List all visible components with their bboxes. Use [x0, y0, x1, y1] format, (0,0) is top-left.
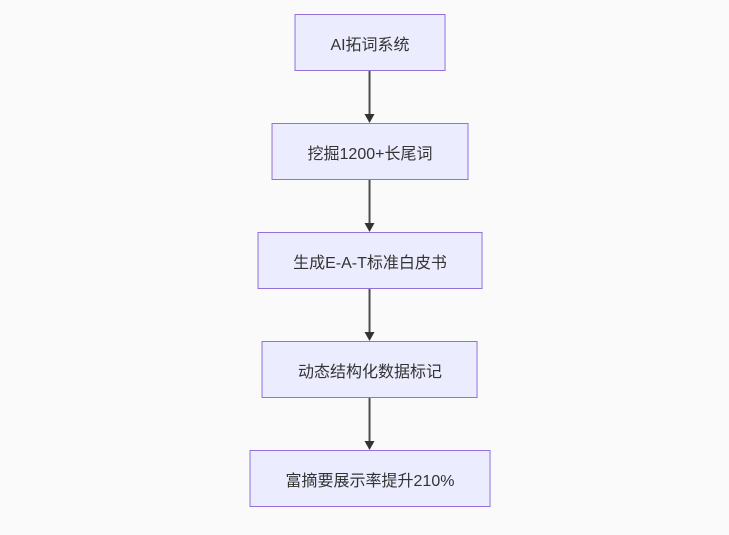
flow-node-label: AI拓词系统 [330, 36, 410, 54]
flow-node-structured-data-markup: 动态结构化数据标记 [261, 341, 478, 398]
edge-line [369, 398, 371, 441]
flow-node-longtail-mining: 挖掘1200+长尾词 [271, 123, 469, 180]
flow-edge-1 [365, 71, 375, 123]
arrow-down-icon [365, 332, 375, 341]
flow-edge-4 [365, 398, 375, 450]
flow-node-label: 生成E-A-T标准白皮书 [293, 254, 447, 272]
flow-node-eat-whitepaper: 生成E-A-T标准白皮书 [257, 232, 483, 289]
edge-line [369, 71, 371, 114]
arrow-down-icon [365, 223, 375, 232]
flow-node-ai-keyword-system: AI拓词系统 [294, 14, 446, 71]
flow-edge-2 [365, 180, 375, 232]
flow-node-label: 挖掘1200+长尾词 [307, 145, 433, 163]
flow-node-label: 富摘要展示率提升210% [285, 472, 455, 490]
arrow-down-icon [365, 441, 375, 450]
flow-edge-3 [365, 289, 375, 341]
flow-node-rich-snippet-rate: 富摘要展示率提升210% [249, 450, 491, 507]
edge-line [369, 180, 371, 223]
arrow-down-icon [365, 114, 375, 123]
edge-line [369, 289, 371, 332]
flowchart-column: AI拓词系统 挖掘1200+长尾词 生成E-A-T标准白皮书 动态结构化数据标记 [249, 14, 491, 507]
flow-node-label: 动态结构化数据标记 [297, 363, 442, 381]
